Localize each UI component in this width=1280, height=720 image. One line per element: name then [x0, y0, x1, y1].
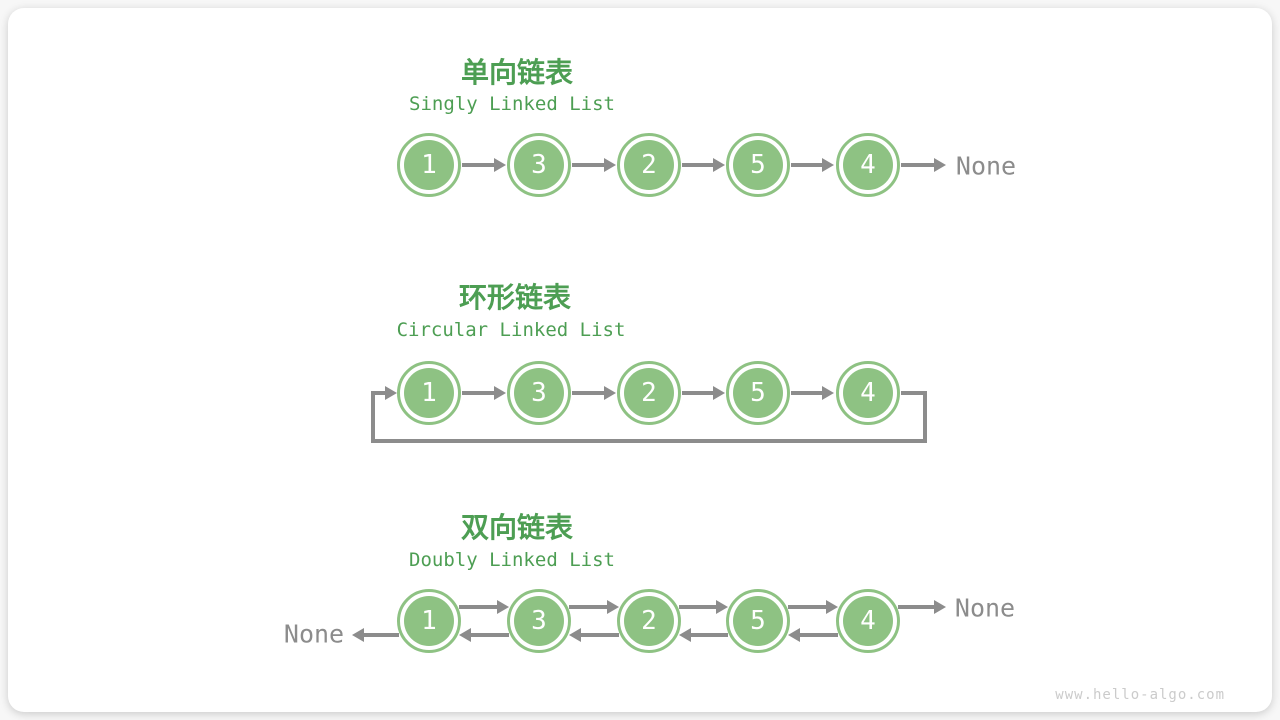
- forward-arrow-icon: [462, 163, 494, 167]
- forward-arrow-icon: [898, 605, 934, 609]
- forward-arrow-icon: [462, 391, 494, 395]
- none-label: None: [955, 151, 1017, 181]
- forward-arrow-icon: [901, 163, 934, 167]
- singly-title-zh: 单向链表: [460, 57, 574, 88]
- circular-node: 4: [836, 361, 900, 425]
- loop-arrow-icon: [373, 391, 385, 395]
- forward-arrow-icon: [682, 163, 713, 167]
- doubly-node: 4: [836, 589, 900, 653]
- doubly-node: 2: [617, 589, 681, 653]
- forward-arrow-icon: [569, 605, 607, 609]
- forward-arrow-icon: [572, 163, 604, 167]
- singly-node: 5: [726, 133, 790, 197]
- singly-node: 1: [397, 133, 461, 197]
- node-value: 4: [843, 140, 893, 190]
- node-value: 1: [404, 140, 454, 190]
- forward-arrow-icon: [679, 605, 716, 609]
- node-value: 3: [514, 368, 564, 418]
- card: 单向链表 Singly Linked List 1 3 2 5 4 None 环…: [8, 8, 1272, 712]
- node-value: 4: [843, 368, 893, 418]
- backward-arrow-icon: [581, 633, 619, 637]
- loop-line: [371, 391, 375, 443]
- singly-node: 4: [836, 133, 900, 197]
- forward-arrow-icon: [791, 163, 822, 167]
- backward-arrow-icon: [471, 633, 509, 637]
- doubly-node: 1: [397, 589, 461, 653]
- circular-node: 3: [507, 361, 571, 425]
- node-value: 5: [733, 596, 783, 646]
- circular-node: 5: [726, 361, 790, 425]
- node-value: 5: [733, 368, 783, 418]
- loop-line: [371, 439, 927, 443]
- node-value: 3: [514, 140, 564, 190]
- singly-node: 3: [507, 133, 571, 197]
- forward-arrow-icon: [682, 391, 713, 395]
- backward-arrow-icon: [364, 633, 399, 637]
- node-value: 1: [404, 596, 454, 646]
- doubly-title-en: Doubly Linked List: [409, 549, 615, 571]
- circular-node: 1: [397, 361, 461, 425]
- doubly-node: 5: [726, 589, 790, 653]
- node-value: 4: [843, 596, 893, 646]
- node-value: 2: [624, 596, 674, 646]
- doubly-node: 3: [507, 589, 571, 653]
- node-value: 3: [514, 596, 564, 646]
- forward-arrow-icon: [791, 391, 822, 395]
- node-value: 2: [624, 140, 674, 190]
- backward-arrow-icon: [691, 633, 728, 637]
- none-label: None: [954, 593, 1016, 623]
- loop-line: [923, 391, 927, 443]
- node-value: 5: [733, 140, 783, 190]
- circular-title-en: Circular Linked List: [396, 319, 626, 341]
- forward-arrow-icon: [788, 605, 826, 609]
- singly-title-en: Singly Linked List: [409, 93, 615, 115]
- none-label: None: [283, 619, 345, 649]
- loop-line: [901, 391, 927, 395]
- singly-node: 2: [617, 133, 681, 197]
- backward-arrow-icon: [800, 633, 838, 637]
- node-value: 1: [404, 368, 454, 418]
- node-value: 2: [624, 368, 674, 418]
- forward-arrow-icon: [572, 391, 604, 395]
- circular-node: 2: [617, 361, 681, 425]
- circular-title-zh: 环形链表: [458, 282, 572, 313]
- forward-arrow-icon: [459, 605, 497, 609]
- watermark: www.hello-algo.com: [1055, 687, 1225, 703]
- doubly-title-zh: 双向链表: [460, 512, 574, 543]
